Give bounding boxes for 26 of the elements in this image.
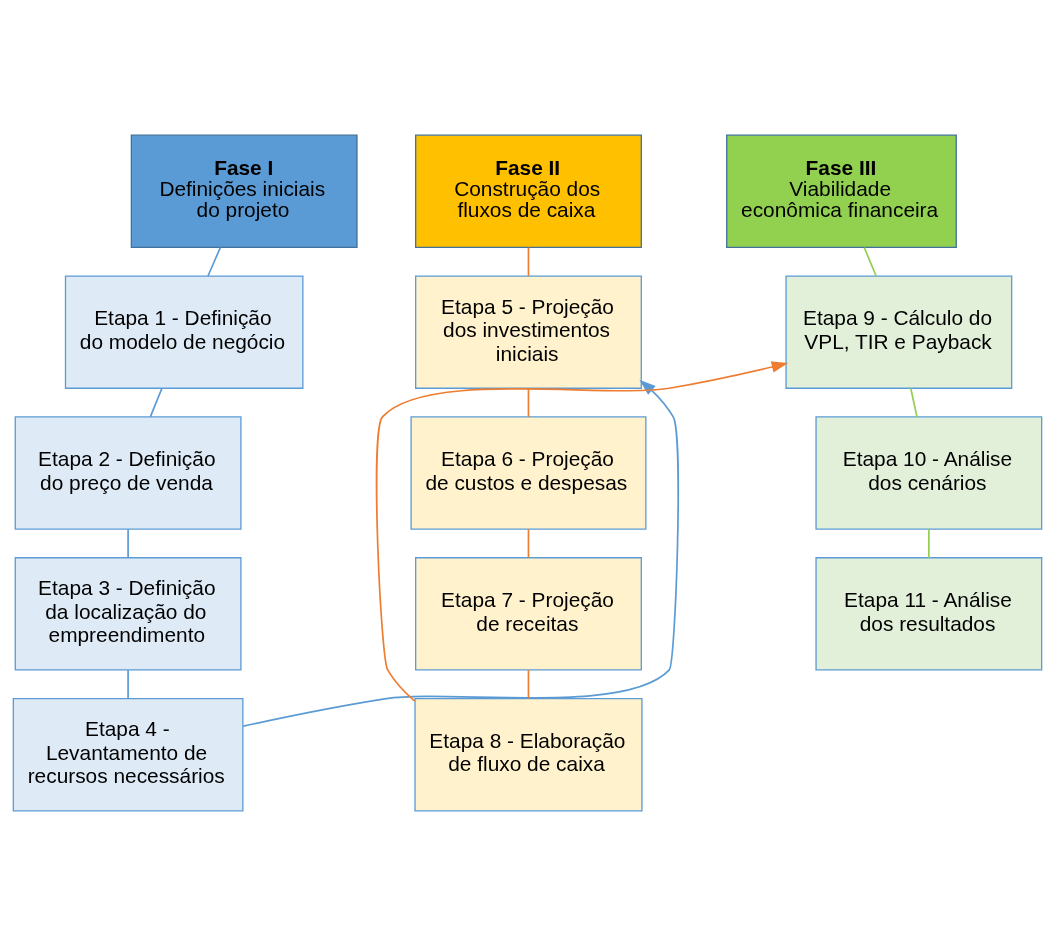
node-box: Etapa 7 - Projeção de receitas [415, 556, 642, 671]
connector [527, 668, 530, 699]
node-box: Etapa 3 - Definição da localização do empreendimento [14, 556, 242, 671]
connector [127, 668, 129, 699]
node-box: Etapa 6 - Projeção de custos e despesas [410, 415, 647, 530]
connector [127, 528, 129, 559]
arrow [375, 360, 789, 702]
connector [527, 528, 530, 559]
node-box: Etapa 9 - Cálculo do VPL, TIR e Payback [785, 274, 1013, 389]
connector [928, 528, 930, 559]
node-box: Etapa 8 - Elaboração de fluxo de caixa [414, 697, 643, 811]
node-box: Etapa 5 - Projeção dos investimentos iniciais [415, 274, 642, 389]
node-box: Etapa 10 - Análise dos cenários [815, 415, 1043, 530]
node-box: Etapa 4 - Levantamento de recursos necessários [12, 697, 244, 811]
connector [527, 387, 530, 418]
node-box: Etapa 11 - Análise dos resultados [815, 556, 1043, 671]
node-box: Fase II Construção dos fluxos de caixa [415, 134, 642, 248]
connector [863, 246, 877, 277]
node-box: Fase I Definições iniciais do projeto [130, 134, 358, 248]
connector [207, 246, 222, 277]
connector [909, 387, 918, 418]
connector [149, 387, 163, 418]
node-box: Etapa 1 - Definição do modelo de negócio [64, 274, 304, 389]
node-box: Fase III Viabilidade econômica financeira [726, 134, 957, 248]
node-box: Etapa 2 - Definição do preço de venda [14, 415, 242, 530]
connector [527, 246, 530, 277]
